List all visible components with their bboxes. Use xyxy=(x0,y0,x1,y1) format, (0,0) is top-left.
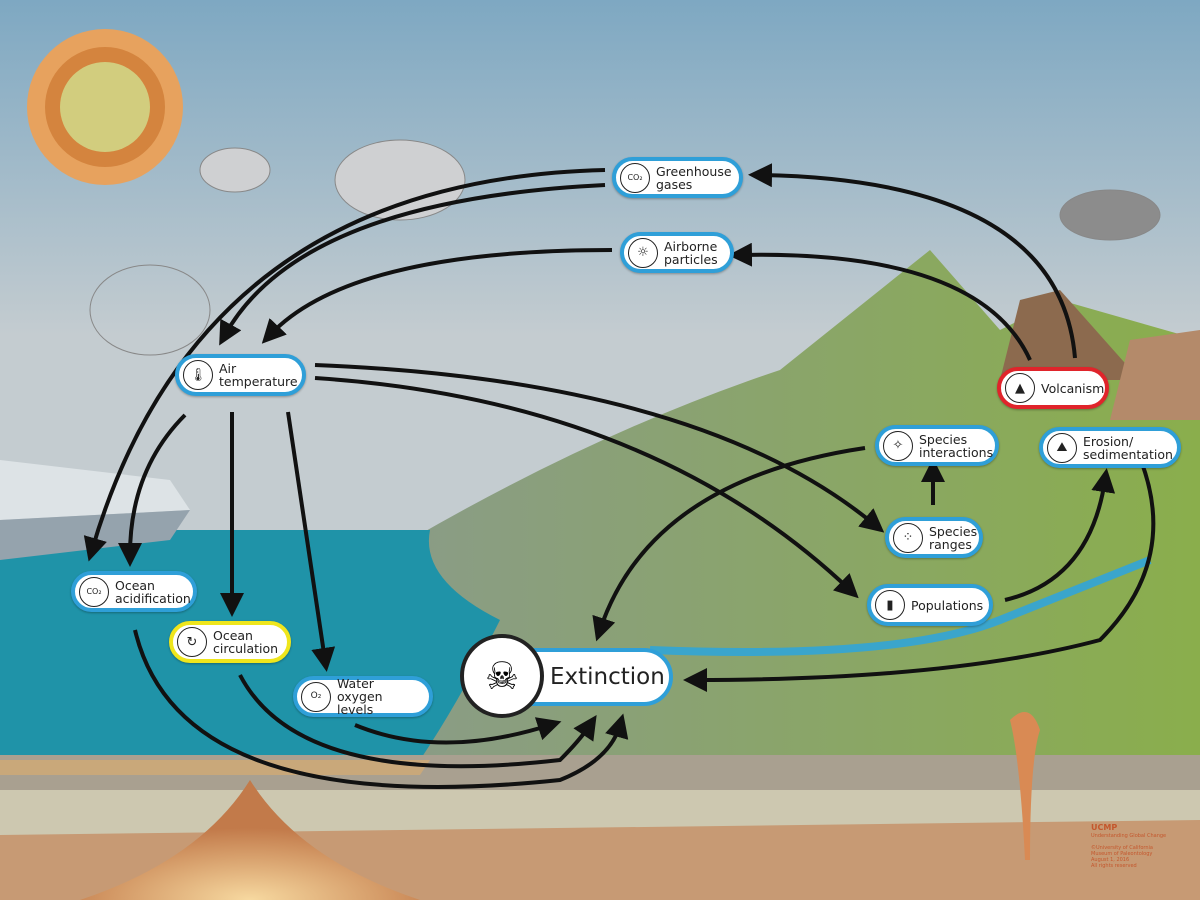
node-label: Ocean acidification xyxy=(115,577,191,606)
sun-haze-icon: ☼ xyxy=(628,237,658,268)
bird-insect-icon: ✧ xyxy=(883,430,913,461)
water-o2-icon: O₂ xyxy=(301,681,331,712)
node-label: Erosion/ sedimentation xyxy=(1083,433,1173,462)
node-ocean-acidification[interactable]: CO₂ Ocean acidification xyxy=(71,571,197,612)
ucmp-logo: UCMP xyxy=(1091,823,1118,832)
co2-molecule-icon: CO₂ xyxy=(620,162,650,193)
bar-chart-icon: ▮ xyxy=(875,590,905,620)
node-species-ranges[interactable]: ⁘ Species ranges xyxy=(885,517,983,558)
node-label: Ocean circulation xyxy=(213,628,279,656)
node-label: Volcanism xyxy=(1041,380,1105,396)
node-air-temperature[interactable]: 🌡 Air temperature xyxy=(175,354,306,396)
node-label: Airborne particles xyxy=(664,238,718,267)
mountain-river-icon: ⛰ xyxy=(1047,432,1077,463)
node-label: Water oxygen levels xyxy=(337,676,383,717)
credit-block: UCMP Understanding Global Change ©Univer… xyxy=(1091,823,1166,869)
node-label: Populations xyxy=(911,597,984,613)
dinosaur-skull-icon: ☠ xyxy=(460,634,544,718)
thermometer-icon: 🌡 xyxy=(183,360,213,390)
node-populations[interactable]: ▮ Populations xyxy=(867,584,993,626)
circulation-icon: ↻ xyxy=(177,627,207,657)
dots-range-icon: ⁘ xyxy=(893,522,923,553)
node-label: Extinction xyxy=(550,664,665,690)
node-label: Species interactions xyxy=(919,431,994,460)
credit-line: All rights reserved xyxy=(1091,863,1137,869)
node-volcanism[interactable]: ▲ Volcanism xyxy=(997,367,1109,409)
coral-icon: CO₂ xyxy=(79,576,109,607)
credit-line: Museum of Paleontology xyxy=(1091,851,1153,857)
credit-title: Understanding Global Change xyxy=(1091,833,1167,839)
causal-arrows xyxy=(83,163,1156,789)
node-label: Species ranges xyxy=(929,523,978,552)
credit-line: ©University of California xyxy=(1091,845,1153,851)
node-water-oxygen-levels[interactable]: O₂ Water oxygen levels xyxy=(293,676,433,717)
node-label: Greenhouse gases xyxy=(656,163,732,192)
node-ocean-circulation[interactable]: ↻ Ocean circulation xyxy=(169,621,291,663)
node-airborne-particles[interactable]: ☼ Airborne particles xyxy=(620,232,734,273)
node-erosion-sedimentation[interactable]: ⛰ Erosion/ sedimentation xyxy=(1039,427,1181,468)
sun xyxy=(27,29,183,185)
node-label: Air temperature xyxy=(219,361,298,389)
clouds xyxy=(89,139,1161,356)
node-greenhouse-gases[interactable]: CO₂ Greenhouse gases xyxy=(612,157,743,198)
node-species-interactions[interactable]: ✧ Species interactions xyxy=(875,425,999,466)
volcano-icon: ▲ xyxy=(1005,373,1035,403)
credit-line: August 1, 2016 xyxy=(1091,857,1130,863)
